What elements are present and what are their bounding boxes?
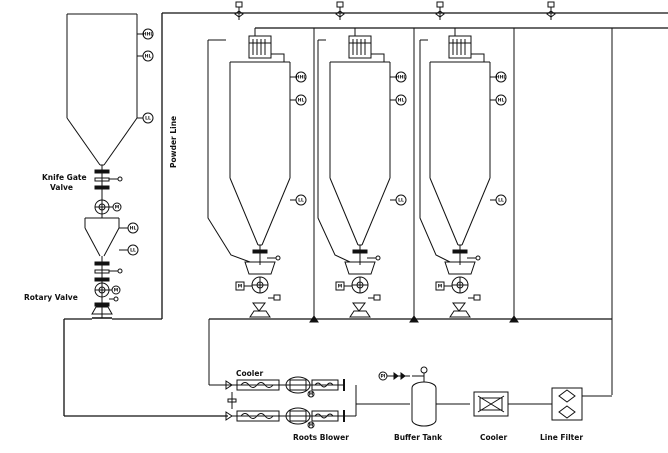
knife-gate-valve xyxy=(94,165,123,200)
svg-text:HHL: HHL xyxy=(396,75,407,81)
level-indicator: LL xyxy=(142,112,154,124)
svg-text:M: M xyxy=(114,288,119,294)
cooler-bottom xyxy=(473,391,552,417)
svg-text:HL: HL xyxy=(145,54,152,60)
svg-text:M: M xyxy=(309,423,314,429)
level-indicator: HHL xyxy=(142,28,154,40)
silo-2-discharge: M xyxy=(335,245,381,318)
line-filter-label: Line Filter xyxy=(540,433,583,442)
svg-text:HL: HL xyxy=(498,98,505,104)
svg-text:M: M xyxy=(309,392,314,398)
buffer-tank: PI xyxy=(378,366,470,427)
svg-text:LL: LL xyxy=(498,198,504,204)
svg-text:LL: LL xyxy=(298,198,304,204)
conveying-line xyxy=(63,318,612,417)
feed-hopper xyxy=(66,13,143,166)
rotary-valve-upper: M xyxy=(94,199,122,218)
knife-gate-valve-label: Knife Gate xyxy=(42,173,87,182)
level-indicator: HL xyxy=(142,50,154,62)
roots-blower-label: Roots Blower xyxy=(293,433,349,442)
svg-text:LL: LL xyxy=(398,198,404,204)
blower-train-top: M xyxy=(209,376,345,398)
svg-text:HL: HL xyxy=(298,98,305,104)
svg-text:M: M xyxy=(238,284,243,290)
knife-gate-valve-label: Valve xyxy=(50,183,73,192)
svg-text:HHL: HHL xyxy=(496,75,507,81)
level-indicator: HL xyxy=(127,222,139,234)
svg-text:HHL: HHL xyxy=(143,32,154,38)
rotary-valve-lower: M xyxy=(91,282,121,319)
cooler-top-label: Cooler xyxy=(236,369,263,378)
svg-text:LL: LL xyxy=(130,248,136,254)
svg-text:M: M xyxy=(338,284,343,290)
silo-2: HHL HL LL xyxy=(317,35,407,263)
svg-text:LL: LL xyxy=(145,116,151,122)
header-valve xyxy=(335,1,345,20)
header-valve xyxy=(546,1,556,20)
silo-3-discharge: M xyxy=(435,245,481,318)
blower-cross-valves xyxy=(227,385,410,416)
level-indicator: LL xyxy=(127,244,139,256)
svg-text:M: M xyxy=(115,205,120,211)
silo-1-discharge: M xyxy=(235,245,281,318)
svg-text:M: M xyxy=(438,284,443,290)
line-filter xyxy=(551,387,612,421)
powder-line-label: Powder Line xyxy=(169,116,178,168)
blower-train-bottom: M xyxy=(225,407,356,429)
rotary-valve-label: Rotary Valve xyxy=(24,293,78,302)
svg-text:HHL: HHL xyxy=(296,75,307,81)
header-pipes xyxy=(162,12,668,36)
header-valve xyxy=(234,1,244,20)
silo-3: HHL HL LL xyxy=(419,35,507,263)
buffer-tank-label: Buffer Tank xyxy=(394,433,443,442)
svg-text:HL: HL xyxy=(398,98,405,104)
header-valve xyxy=(435,1,445,20)
cooler-bottom-label: Cooler xyxy=(480,433,507,442)
silo-1: HHL HL LL xyxy=(207,35,307,263)
powder-line xyxy=(112,13,163,320)
svg-text:PI: PI xyxy=(381,374,386,380)
intermediate-hopper xyxy=(84,217,128,257)
header-drop-lines xyxy=(309,28,613,395)
svg-text:HL: HL xyxy=(130,226,137,232)
